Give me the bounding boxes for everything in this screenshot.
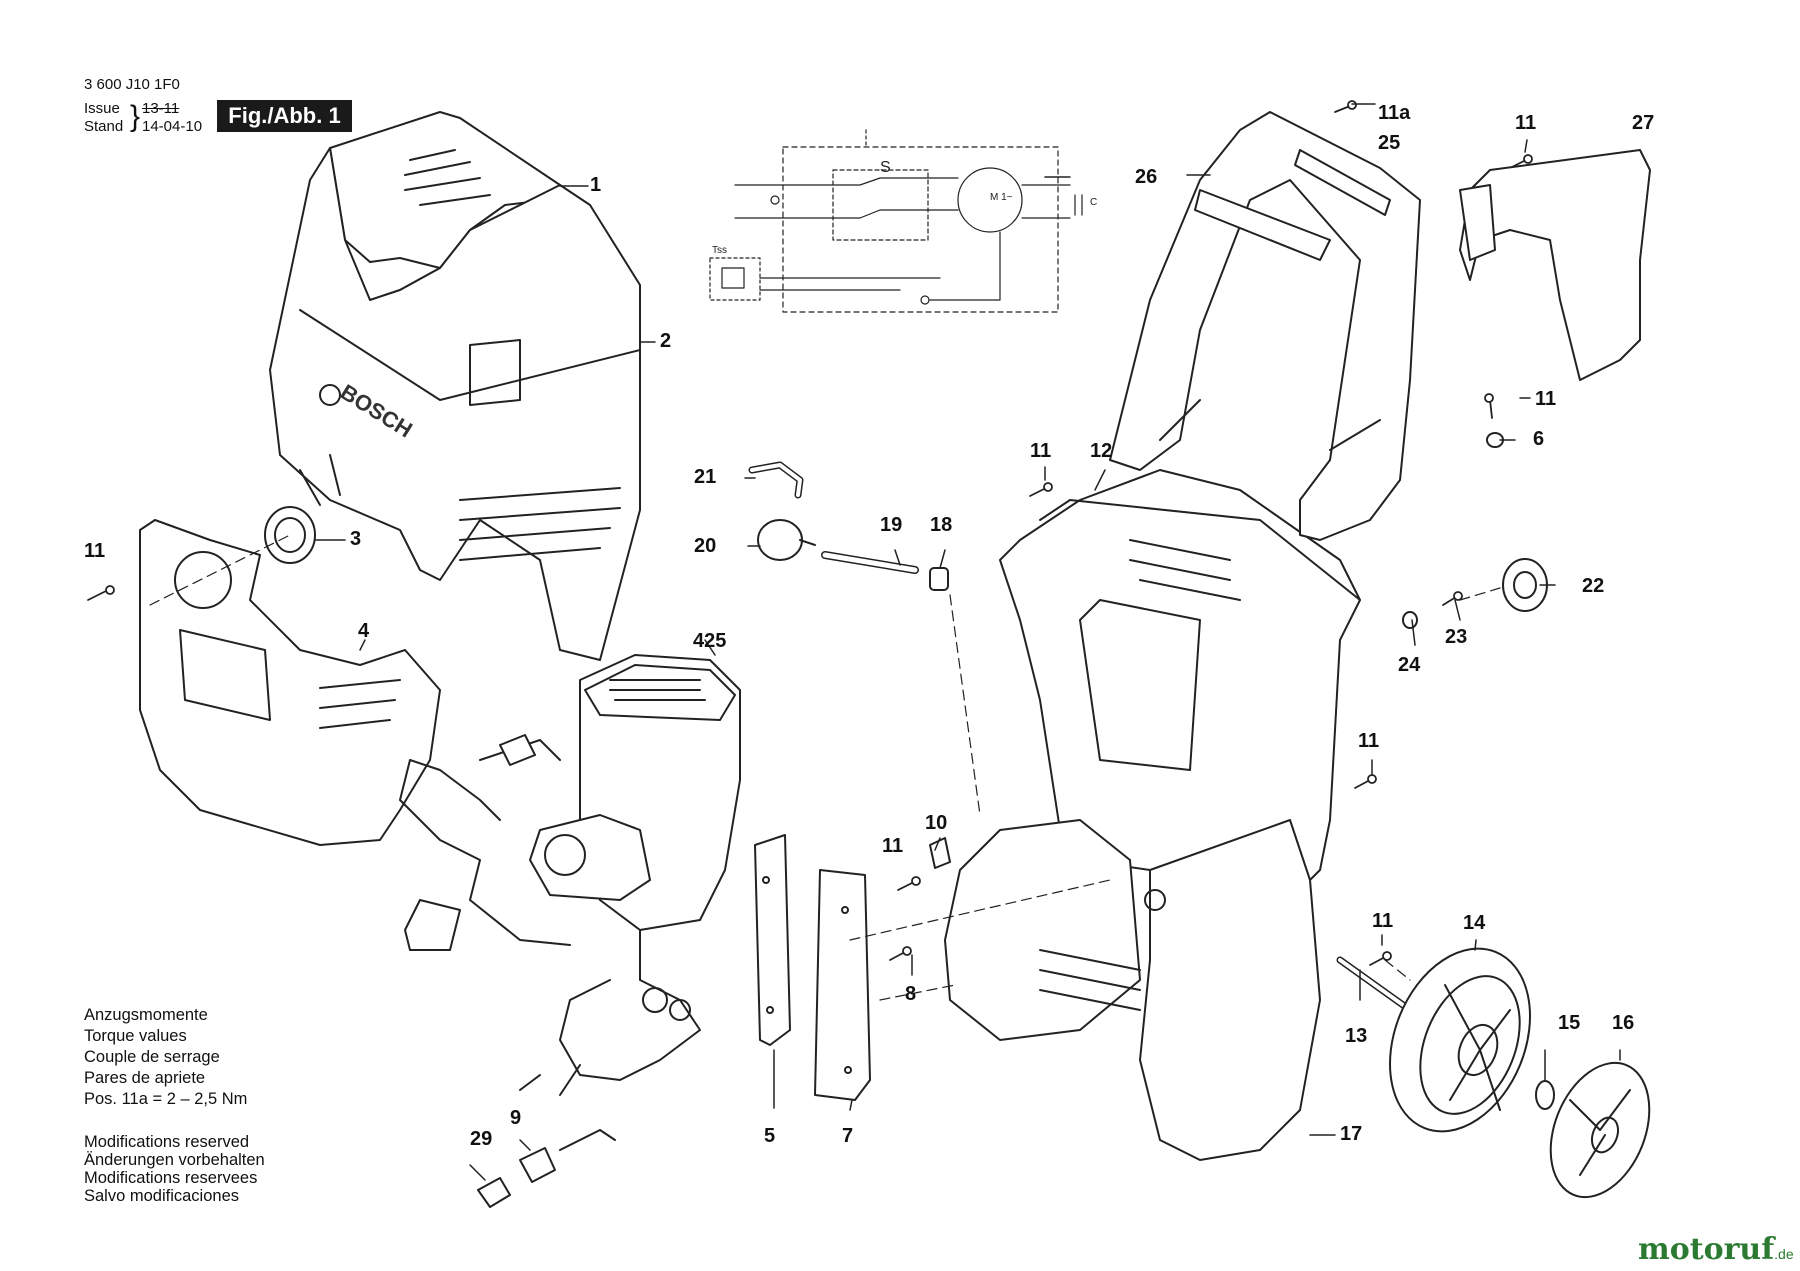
nozzle-fittings [477,1129,616,1208]
part-label-25: 25 [1378,132,1401,154]
modification-notes: Modifications reserved Änderungen vorbeh… [84,1133,265,1205]
motor-label: M 1~ [990,192,1013,203]
pressure-switch [748,461,949,591]
leader-lines [314,103,1621,1181]
front-panel [139,519,441,846]
part-label-13: 13 [1345,1025,1368,1047]
part-label-20: 20 [694,535,717,557]
issue-value: 13-11 [142,100,180,117]
watermark-tld: .de [1774,1246,1794,1262]
part-label-11a: 11a [1378,102,1411,124]
part-label-11-clip: 11 [882,835,904,857]
part-label-15: 15 [1558,1012,1581,1034]
cap-label: C [1090,197,1097,208]
clip-10 [929,837,951,869]
part-label-11-top: 11 [1515,112,1537,134]
part-label-6: 6 [1533,428,1545,450]
part-label-22: 22 [1582,575,1605,597]
washer-24 [1402,611,1418,629]
part-label-26: 26 [1135,166,1158,188]
part-label-23: 23 [1445,626,1468,648]
part-label-8: 8 [905,983,917,1005]
doc-code: 3 600 J10 1F0 [84,76,180,93]
part-label-9: 9 [510,1107,522,1129]
part-label-11a-left: 11 [84,540,106,562]
stand-label: Stand [84,118,124,135]
part-label-27: 27 [1632,112,1655,134]
tss-label: Tss [712,245,727,256]
figure-label: Fig./Abb. 1 [217,100,352,132]
part-label-11-right: 11 [1535,388,1557,410]
assembly-lines [149,534,1501,1001]
brace-icon: } [130,100,141,133]
main-frame [944,469,1361,1041]
axle [1336,956,1414,1014]
washer-15 [1535,1080,1555,1110]
part-label-3: 3 [350,528,362,550]
part-label-11-frame: 11 [1030,440,1052,462]
torque-note-line: Anzugsmomente [84,1006,208,1024]
part-label-11-side: 11 [1358,730,1380,752]
watermark-brand: motoruf [1638,1232,1775,1267]
hose-frame [1459,149,1651,381]
part-label-24: 24 [1398,654,1421,676]
issue-label: Issue [84,100,120,117]
switch-label: S [880,159,891,176]
torque-note-line: Pares de apriete [84,1069,206,1087]
knob-3 [264,506,316,564]
torque-note-line: Pos. 11a = 2 – 2,5 Nm [84,1090,248,1108]
part-label-7: 7 [842,1125,854,1147]
bracket-5 [754,834,791,1046]
part-label-19: 19 [880,514,903,536]
part-label-1: 1 [590,174,602,196]
part-label-5: 5 [764,1125,776,1147]
part-label-11-axle: 11 [1372,910,1394,932]
part-label-17: 17 [1340,1123,1363,1145]
part-label-16: 16 [1612,1012,1635,1034]
part-label-2: 2 [660,330,672,352]
torque-note-line: Torque values [84,1027,187,1045]
wiring-diagram [709,129,1083,313]
rear-panel [1139,819,1321,1161]
part-label-14: 14 [1463,912,1486,934]
modification-note-line: Modifications reserved [84,1133,250,1151]
modification-note-line: Modifications reservees [84,1169,258,1187]
screws [87,100,1533,966]
bracket-7 [814,869,871,1101]
stand-value: 14-04-10 [142,118,203,135]
torque-notes: Anzugsmomente Torque values Couple de se… [84,1005,247,1110]
part-label-425: 425 [693,630,727,652]
part-label-21: 21 [694,466,717,488]
watermark-logo: motoruf.de [1638,1232,1794,1267]
motor-pump [399,654,741,1096]
part-label-12: 12 [1090,440,1113,462]
upper-housing [269,147,641,661]
part-label-10: 10 [925,812,948,834]
modification-note-line: Änderungen vorbehalten [84,1151,265,1169]
part-label-4: 4 [358,620,370,642]
hubcap [1549,1061,1651,1199]
part-label-18: 18 [930,514,953,536]
part-label-29: 29 [470,1128,493,1150]
modification-note-line: Salvo modificaciones [84,1187,239,1205]
wheel [1389,947,1531,1133]
torque-note-line: Couple de serrage [84,1048,220,1066]
handle-frame [1109,111,1421,541]
